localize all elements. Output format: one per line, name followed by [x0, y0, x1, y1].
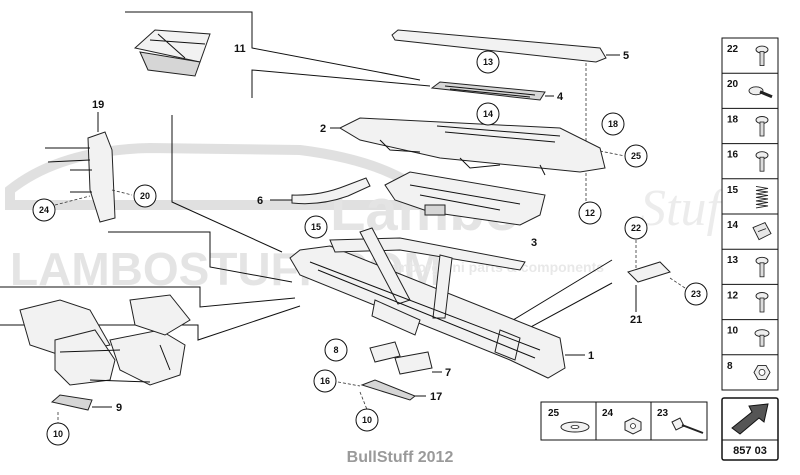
- circle-25: 25: [624, 144, 648, 168]
- inset-detail: [19, 294, 191, 386]
- hardware-bottom: 25 24 23: [540, 401, 708, 441]
- hw-label-13: 13: [727, 255, 739, 266]
- circle-15: 15: [304, 215, 328, 239]
- circle-8: 8: [324, 338, 348, 362]
- callout-17: 17: [430, 391, 442, 403]
- hw-label-18: 18: [727, 114, 739, 125]
- hw-row-18: 18: [722, 107, 778, 137]
- svg-text:10: 10: [53, 429, 63, 439]
- part-7: [369, 341, 442, 375]
- svg-text:24: 24: [39, 205, 49, 215]
- circled-callouts: 13 14 18 25 12 22 23 20 24 15 8 16 10 10: [32, 50, 708, 446]
- hw-label-8: 8: [727, 361, 733, 372]
- hw-row-20: 20: [722, 72, 778, 99]
- callout-2: 2: [320, 123, 326, 135]
- hw-row-14: 14: [722, 213, 778, 241]
- svg-text:15: 15: [311, 222, 321, 232]
- hw-row-12: 12: [722, 283, 778, 313]
- caption: BullStuff 2012: [346, 449, 454, 466]
- svg-text:8: 8: [333, 345, 338, 355]
- hw-row-13: 13: [722, 248, 778, 278]
- hw-label-12: 12: [727, 290, 739, 301]
- callout-3: 3: [531, 237, 537, 249]
- hw-bottom-24: 24: [602, 408, 614, 419]
- hw-bottom-25: 25: [548, 408, 560, 419]
- circle-13: 13: [476, 50, 500, 74]
- svg-text:16: 16: [320, 376, 330, 386]
- circle-18: 16: [313, 369, 337, 393]
- callout-11: 11: [234, 43, 246, 55]
- hw-icon-12: [755, 292, 769, 313]
- callout-9: 9: [116, 402, 122, 414]
- hw-label-10: 10: [727, 326, 739, 337]
- svg-text:23: 23: [691, 289, 701, 299]
- svg-text:25: 25: [631, 151, 641, 161]
- circle-24: 24: [32, 198, 56, 222]
- callouts: 11 5 4 2 19 6 3 1 7 17 9 21: [92, 43, 642, 414]
- svg-text:20: 20: [140, 191, 150, 201]
- part-2-dash-top: [330, 117, 606, 176]
- part-19-bracket: [45, 112, 133, 223]
- hw-bottom-23: 23: [657, 408, 669, 419]
- circle-16: 18: [601, 112, 625, 136]
- circle-23: 23: [684, 282, 708, 306]
- callout-21: 21: [630, 314, 642, 326]
- frame-lines: [0, 11, 626, 349]
- hardware-column: 22 20 18 16 15 14 13 12 10 8: [721, 37, 779, 391]
- part-5-strip: [391, 29, 620, 63]
- part-21: [627, 240, 689, 312]
- part-6-tube: [270, 177, 371, 205]
- hw-label-16: 16: [727, 150, 739, 161]
- callout-5: 5: [623, 50, 629, 62]
- svg-text:18: 18: [608, 119, 618, 129]
- hw-row-10: 10: [722, 319, 778, 347]
- hw-icon-10: [754, 329, 770, 347]
- watermark-sub: Lamborghini parts & components: [380, 259, 604, 275]
- callout-7: 7: [445, 367, 451, 379]
- hw-label-22: 22: [727, 44, 739, 55]
- hw-label-14: 14: [727, 220, 739, 231]
- circle-20: 20: [133, 184, 157, 208]
- circle-10b: 10: [46, 422, 70, 446]
- circle-14: 14: [476, 102, 500, 126]
- part-1-frame: [289, 227, 585, 379]
- part-17: [337, 379, 426, 413]
- part-3-duct: [384, 171, 546, 226]
- svg-text:10: 10: [362, 415, 372, 425]
- diagram-code: 857 03: [733, 445, 767, 457]
- callout-4: 4: [557, 91, 564, 103]
- hw-icon-13: [755, 256, 769, 278]
- svg-text:12: 12: [585, 208, 595, 218]
- hw-row-22: 22: [727, 44, 769, 66]
- callout-1: 1: [588, 350, 594, 362]
- circle-22: 22: [624, 216, 648, 240]
- hw-row-15: 15: [722, 178, 778, 209]
- part-11-cover: [133, 29, 211, 77]
- circle-10a: 10: [355, 408, 379, 432]
- hw-icon-14: [752, 222, 772, 241]
- hw-icon-8: [753, 364, 771, 380]
- hw-label-20: 20: [727, 79, 739, 90]
- part-4-vent: [430, 81, 554, 101]
- svg-text:13: 13: [483, 57, 493, 67]
- hw-row-16: 16: [722, 143, 778, 172]
- svg-text:22: 22: [631, 223, 641, 233]
- circle-12: 12: [578, 201, 602, 225]
- callout-6: 6: [257, 195, 263, 207]
- hw-icon-18: [755, 116, 769, 137]
- hw-icon-20: [748, 86, 773, 99]
- hw-icon-15: [755, 185, 769, 209]
- part-9: [50, 394, 112, 411]
- hw-icon-22: [755, 45, 769, 66]
- callout-19: 19: [92, 99, 104, 111]
- hw-label-15: 15: [727, 185, 739, 196]
- svg-text:14: 14: [483, 109, 493, 119]
- diagram-code-box: 857 03: [721, 397, 779, 461]
- hw-icon-16: [755, 151, 769, 172]
- hw-row-8: 8: [722, 354, 778, 380]
